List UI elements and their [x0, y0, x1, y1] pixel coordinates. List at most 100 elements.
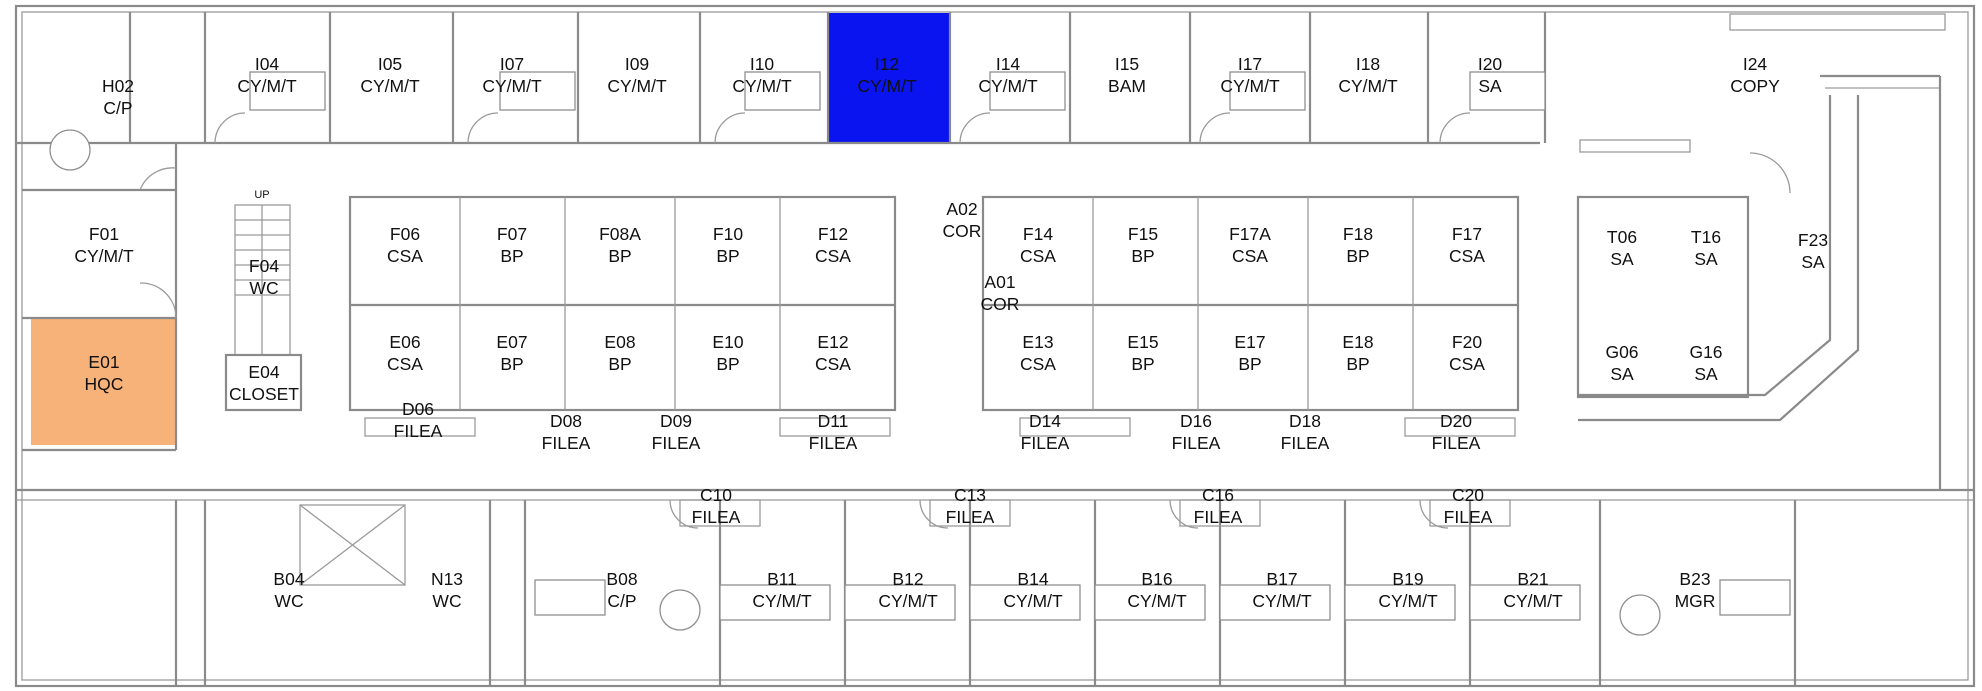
room-type-label: CY/M/T	[1003, 591, 1063, 611]
room-type-label: BP	[500, 354, 523, 374]
room-type-label: CSA	[1449, 246, 1485, 266]
room-fill-e01	[31, 318, 176, 445]
room-type-label: CY/M/T	[878, 591, 938, 611]
room-id-label: F14	[1023, 224, 1053, 244]
room-id-label: F07	[497, 224, 527, 244]
room-type-label: SA	[1694, 249, 1718, 269]
room-type-label: CY/M/T	[482, 76, 542, 96]
room-id-label: A01	[984, 272, 1015, 292]
room-id-label: D09	[660, 411, 692, 431]
room-id-label: B23	[1679, 569, 1710, 589]
room-type-label: CY/M/T	[1252, 591, 1312, 611]
room-type-label: CY/M/T	[360, 76, 420, 96]
room-id-label: B16	[1141, 569, 1172, 589]
room-type-label: CY/M/T	[1338, 76, 1398, 96]
room-id-label: I07	[500, 54, 524, 74]
room-type-label: CSA	[1020, 354, 1056, 374]
room-type-label: CY/M/T	[237, 76, 297, 96]
room-id-label: F20	[1452, 332, 1482, 352]
room-id-label: B17	[1266, 569, 1297, 589]
room-id-label: B19	[1392, 569, 1423, 589]
room-type-label: CY/M/T	[1127, 591, 1187, 611]
room-type-label: BP	[1238, 354, 1261, 374]
room-type-label: FILEA	[1172, 433, 1221, 453]
room-id-label: F23	[1798, 230, 1828, 250]
room-type-label: CSA	[1232, 246, 1268, 266]
room-id-label: F06	[390, 224, 420, 244]
room-id-label: I18	[1356, 54, 1380, 74]
room-type-label: C/P	[607, 591, 636, 611]
room-type-label: BP	[716, 246, 739, 266]
room-id-label: D08	[550, 411, 582, 431]
room-id-label: F12	[818, 224, 848, 244]
